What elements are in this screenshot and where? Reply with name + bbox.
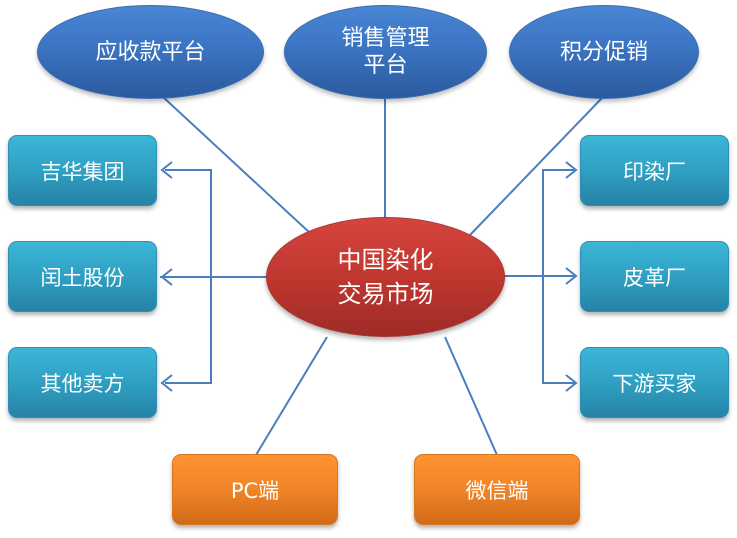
arrow-buyer-1 <box>565 161 578 179</box>
platform-receivables[interactable]: 应收款平台 <box>37 5 264 99</box>
channel-pc-label: PC端 <box>230 478 280 503</box>
seller-other[interactable]: 其他卖方 <box>8 347 157 418</box>
seller-jihua-group[interactable]: 吉华集团 <box>8 135 157 206</box>
connector-channel-pc <box>255 336 328 456</box>
platform-sales-management[interactable]: 销售管理 平台 <box>284 5 487 99</box>
channel-wechat[interactable]: 微信端 <box>414 454 580 525</box>
center-market-label: 中国染化 交易市场 <box>337 246 434 308</box>
seller-runtu-label: 闰土股份 <box>40 265 125 290</box>
platform-sales-management-label: 销售管理 平台 <box>341 26 430 78</box>
seller-jihua-group-label: 吉华集团 <box>40 159 125 184</box>
arrow-seller-1 <box>160 161 173 179</box>
seller-runtu[interactable]: 闰土股份 <box>8 241 157 312</box>
buyer-leather-factory-label: 皮革厂 <box>623 265 686 290</box>
center-market[interactable]: 中国染化 交易市场 <box>266 217 505 337</box>
buyer-downstream[interactable]: 下游买家 <box>580 347 729 418</box>
connector-platform-points <box>469 97 603 236</box>
arrow-seller-2 <box>160 268 173 286</box>
platform-points-promotion[interactable]: 积分促销 <box>509 5 699 99</box>
arrow-buyer-3 <box>565 374 578 392</box>
seller-other-label: 其他卖方 <box>40 371 125 396</box>
buyer-leather-factory[interactable]: 皮革厂 <box>580 241 729 312</box>
arrow-buyer-2 <box>565 267 578 285</box>
connector-channel-wechat <box>444 336 498 456</box>
channel-wechat-label: 微信端 <box>465 478 529 503</box>
buyer-dyeing-factory[interactable]: 印染厂 <box>580 135 729 206</box>
connector-buyer-bus-vertical <box>542 169 576 384</box>
connector-platform-receivables <box>162 96 311 234</box>
arrow-seller-3 <box>160 374 173 392</box>
platform-points-promotion-label: 积分促销 <box>559 39 648 65</box>
buyer-downstream-label: 下游买家 <box>612 371 697 396</box>
buyer-dyeing-factory-label: 印染厂 <box>623 159 686 184</box>
platform-receivables-label: 应收款平台 <box>95 39 206 65</box>
channel-pc[interactable]: PC端 <box>172 454 338 525</box>
